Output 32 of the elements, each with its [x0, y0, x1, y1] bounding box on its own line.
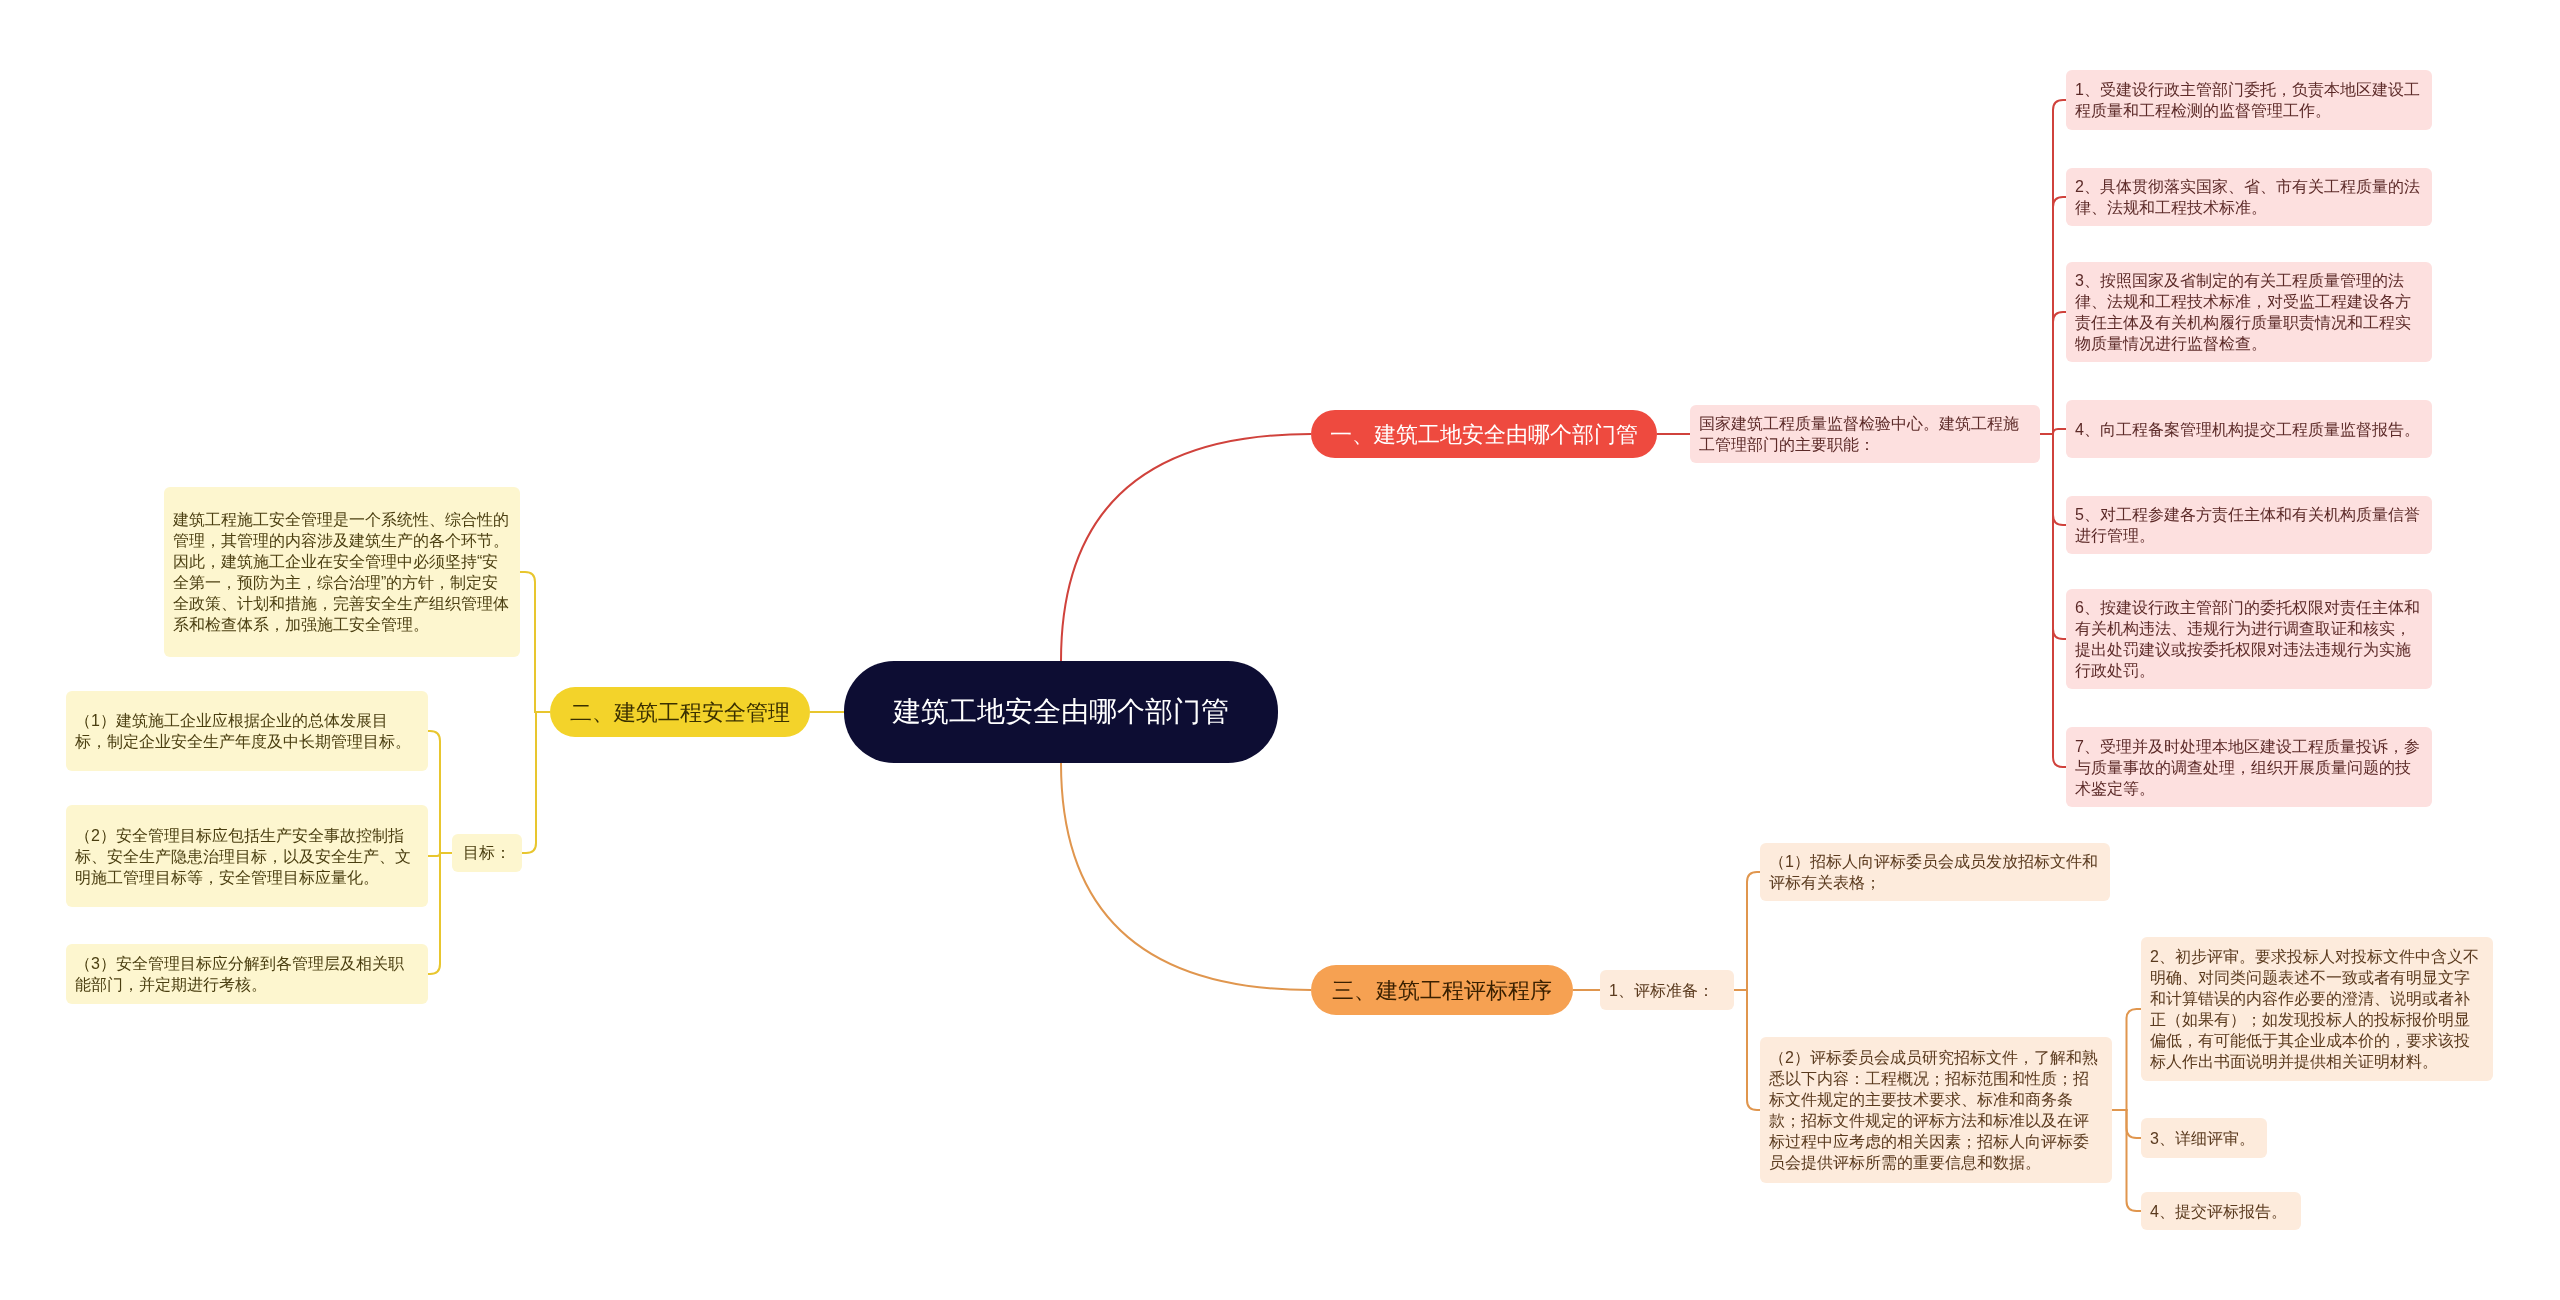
topic-box: 1、受建设行政主管部门委托，负责本地区建设工程质量和工程检测的监督管理工作。: [2066, 70, 2432, 130]
topic-box: 2、初步评审。要求投标人对投标文件中含义不明确、对同类问题表述不一致或者有明显文字和计算错误的内容作必要的澄清、说明或者补正（如果有）；如发现投标人的投标报价明显偏低，有可能低于其企业成本价的，要求该投标人作出书面说明并提供相关证明材料。: [2141, 937, 2493, 1081]
connector: [2039, 433, 2067, 768]
connector: [1656, 433, 1691, 435]
topic-box: 1、评标准备：: [1600, 970, 1734, 1010]
connector: [521, 711, 551, 854]
connector: [1733, 989, 1761, 1111]
topic-box: 4、向工程备案管理机构提交工程质量监督报告。: [2066, 400, 2432, 458]
topic-box: 建筑工程施工安全管理是一个系统性、综合性的管理，其管理的内容涉及建筑生产的各个环节。因此，建筑施工企业在安全管理中必须坚持“安全第一，预防为主，综合治理”的方针，制定安全政策、计划和措施，完善安全生产组织管理体系和检查体系，加强施工安全管理。: [164, 487, 520, 657]
branch-topic: 一、建筑工地安全由哪个部门管: [1311, 410, 1657, 458]
topic-box: 7、受理并及时处理本地区建设工程质量投诉，参与质量事故的调查处理，组织开展质量问题的技术鉴定等。: [2066, 727, 2432, 807]
topic-box: （2）评标委员会成员研究招标文件，了解和熟悉以下内容：工程概况；招标范围和性质；招标文件规定的主要技术要求、标准和商务条款；招标文件规定的评标方法和标准以及在评标过程中应考虑的相关因素；招标人向评标委员会提供评标所需的重要信息和数据。: [1760, 1037, 2112, 1183]
topic-box: （1）建筑施工企业应根据企业的总体发展目标，制定企业安全生产年度及中长期管理目标。: [66, 691, 428, 771]
connector: [1060, 433, 1312, 662]
central-topic: 建筑工地安全由哪个部门管: [844, 661, 1278, 763]
connector: [1060, 762, 1312, 991]
branch-topic: 三、建筑工程评标程序: [1311, 965, 1573, 1015]
topic-box: 目标：: [452, 834, 522, 872]
topic-box: 4、提交评标报告。: [2141, 1192, 2301, 1230]
topic-box: 3、详细评审。: [2141, 1118, 2267, 1158]
topic-box: 3、按照国家及省制定的有关工程质量管理的法律、法规和工程技术标准，对受监工程建设各方责任主体及有关机构履行质量职责情况和工程实物质量情况进行监督检查。: [2066, 262, 2432, 362]
branch-topic: 二、建筑工程安全管理: [550, 687, 810, 737]
topic-box: 5、对工程参建各方责任主体和有关机构质量信誉进行管理。: [2066, 496, 2432, 554]
topic-box: （2）安全管理目标应包括生产安全事故控制指标、安全生产隐患治理目标，以及安全生产、文明施工管理目标等，安全管理目标应量化。: [66, 805, 428, 907]
connector: [1572, 989, 1601, 991]
topic-box: 国家建筑工程质量监督检验中心。建筑工程施工管理部门的主要职能：: [1690, 405, 2040, 463]
connector: [427, 852, 453, 975]
topic-box: 6、按建设行政主管部门的委托权限对责任主体和有关机构违法、违规行为进行调查取证和核实，提出处罚建议或按委托权限对违法违规行为实施行政处罚。: [2066, 589, 2432, 689]
topic-box: （1）招标人向评标委员会成员发放招标文件和评标有关表格；: [1760, 843, 2110, 901]
topic-box: （3）安全管理目标应分解到各管理层及相关职能部门，并定期进行考核。: [66, 944, 428, 1004]
connector: [809, 711, 845, 713]
topic-box: 2、具体贯彻落实国家、省、市有关工程质量的法律、法规和工程技术标准。: [2066, 168, 2432, 226]
